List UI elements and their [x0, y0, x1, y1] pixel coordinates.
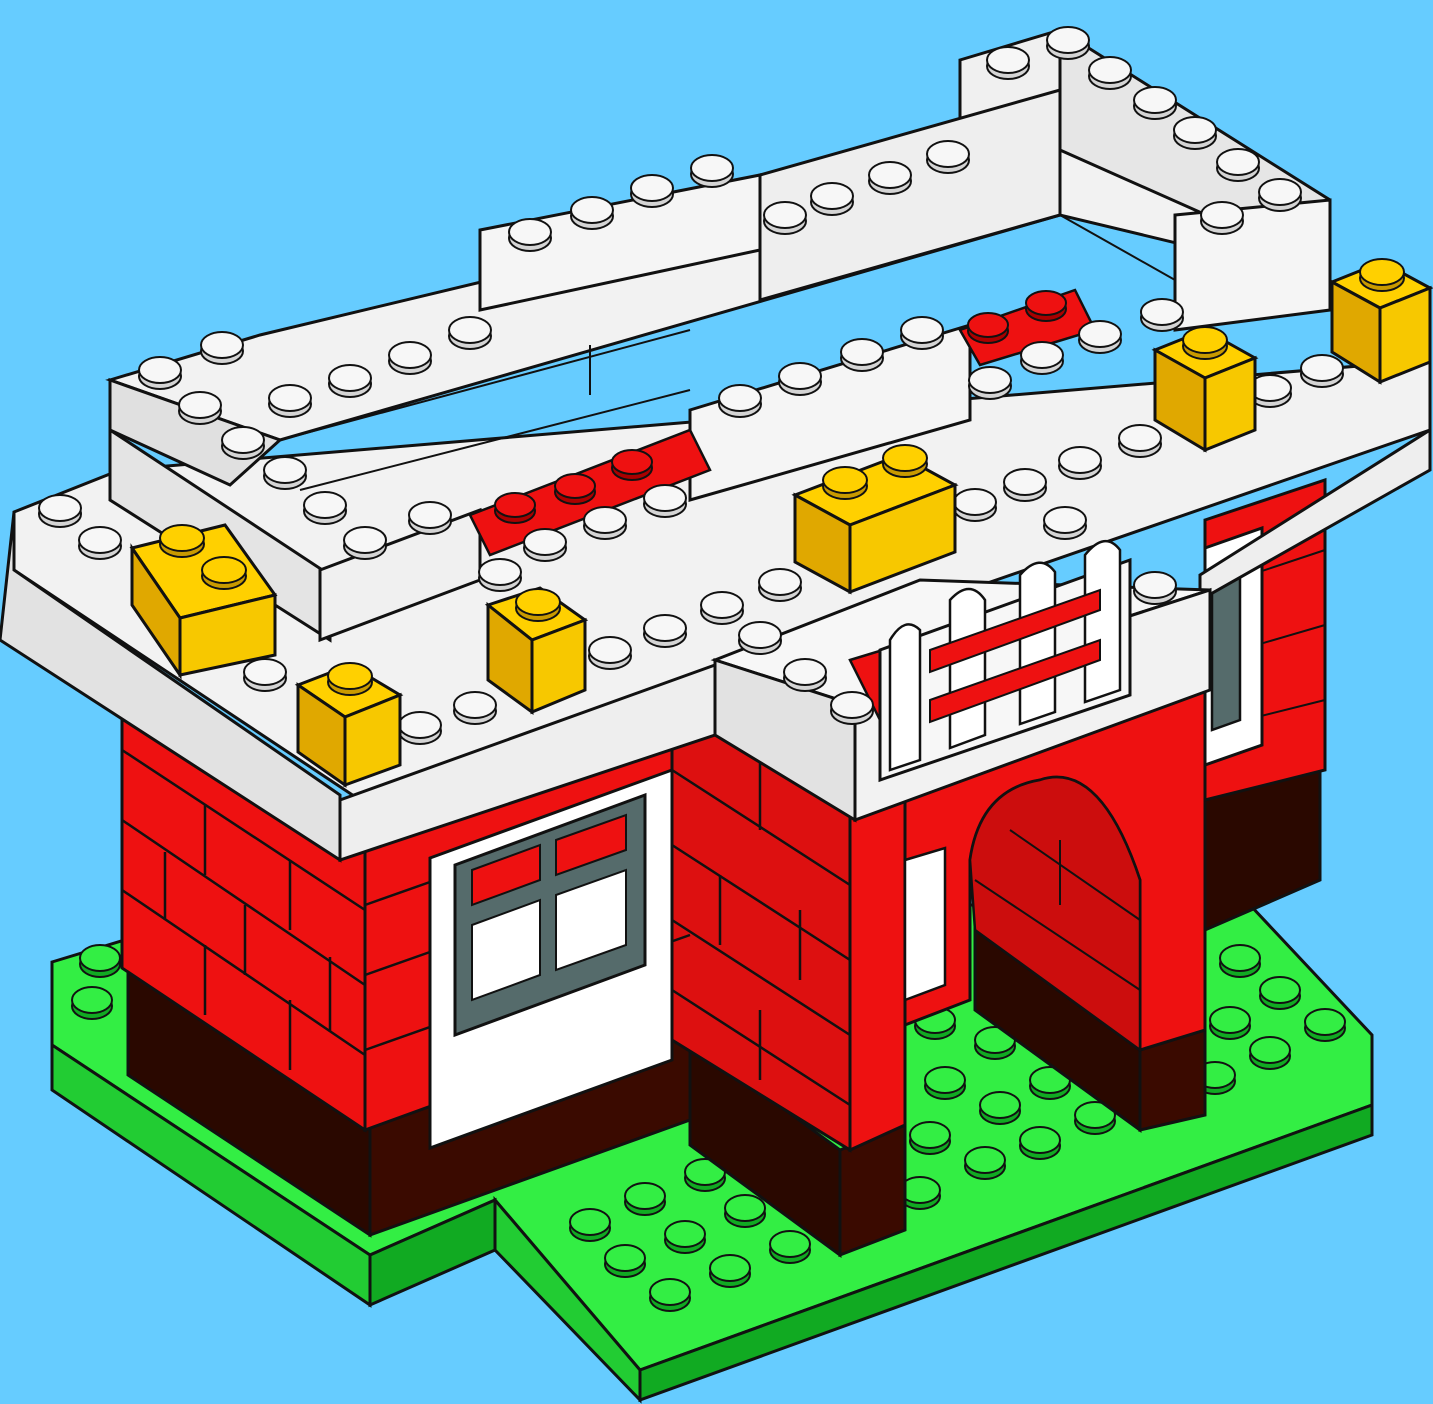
archway-door	[905, 848, 945, 1000]
